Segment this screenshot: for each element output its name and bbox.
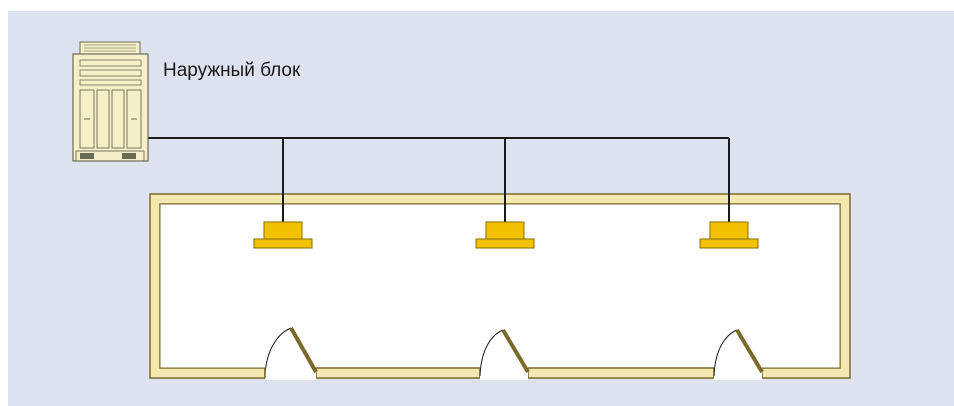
door-2 — [479, 328, 530, 380]
indoor-unit-3 — [699, 221, 759, 249]
refrigerant-piping — [148, 137, 730, 222]
indoor-unit-2 — [475, 221, 535, 249]
outdoor-unit — [72, 41, 149, 162]
door-1 — [264, 327, 318, 380]
wall-segment-1 — [315, 367, 481, 379]
wall-segment-2 — [527, 367, 715, 379]
indoor-unit-1 — [253, 221, 313, 249]
outdoor-unit-label: Наружный блок — [163, 60, 301, 81]
door-3 — [713, 328, 764, 380]
